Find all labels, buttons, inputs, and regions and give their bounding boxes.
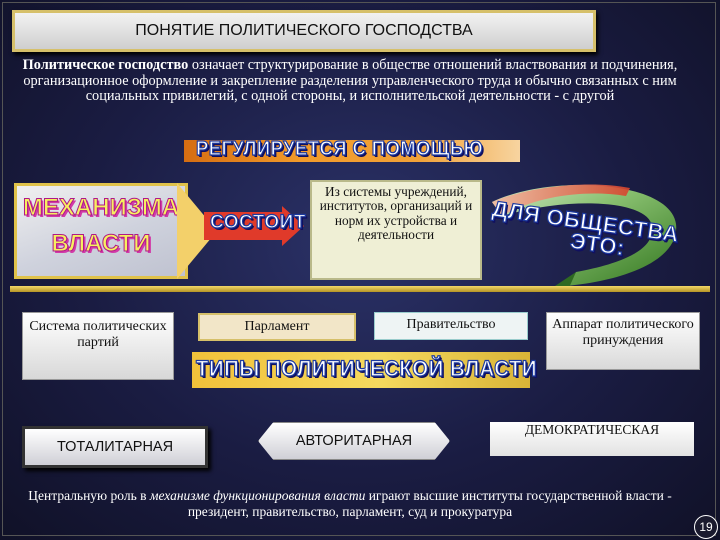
closing-text-2: играют высшие институты государственной …	[187, 488, 672, 519]
intro-paragraph: Политическое господство означает структу…	[10, 57, 690, 105]
curved-arrow-icon	[492, 184, 677, 290]
government-box: Правительство	[374, 312, 528, 340]
divider	[10, 286, 710, 292]
closing-emphasis: механизме функционирования власти	[149, 488, 366, 503]
title-bar: ПОНЯТИЕ ПОЛИТИЧЕСКОГО ГОСПОДСТВА	[12, 10, 596, 52]
intro-text: означает структурирование в обществе отн…	[23, 57, 678, 104]
types-label: ТИПЫ ПОЛИТИЧЕСКОЙ ВЛАСТИ	[195, 355, 538, 381]
consists-arrow-icon	[204, 206, 304, 246]
type-totalitarian: ТОТАЛИТАРНАЯ	[22, 426, 208, 468]
parliament-box: Парламент	[198, 313, 356, 341]
mechanism-line-1: МЕХАНИЗМА	[22, 194, 180, 222]
types-ribbon	[192, 352, 530, 388]
government-text: Правительство	[406, 317, 496, 332]
page-title: ПОНЯТИЕ ПОЛИТИЧЕСКОГО ГОСПОДСТВА	[135, 22, 473, 39]
mechanism-line-2: ВЛАСТИ	[51, 230, 151, 258]
type-authoritarian: АВТОРИТАРНАЯ	[258, 422, 450, 460]
closing-text-1: Центральную роль в	[28, 488, 150, 503]
parties-box: Система политических партий	[22, 312, 174, 380]
definition-text: Из системы учреждений, институтов, орган…	[319, 184, 473, 242]
definition-box: Из системы учреждений, институтов, орган…	[310, 180, 482, 280]
mechanism-box: МЕХАНИЗМА ВЛАСТИ	[14, 183, 217, 279]
parliament-text: Парламент	[244, 319, 310, 334]
closing-paragraph: Центральную роль в механизме функциониро…	[10, 488, 690, 520]
consists-label: СОСТОИТ	[209, 211, 306, 233]
parties-text: Система политических партий	[29, 319, 167, 350]
page-number: 19	[694, 515, 718, 539]
intro-term: Политическое господство	[22, 57, 189, 73]
regulated-ribbon	[184, 140, 520, 162]
coercion-box: Аппарат политического принуждения	[546, 312, 700, 370]
regulated-label: РЕГУЛИРУЕТСЯ С ПОМОЩЬЮ	[195, 137, 484, 160]
type-democratic: ДЕМОКРАТИЧЕСКАЯ	[490, 422, 694, 456]
coercion-text: Аппарат политического принуждения	[552, 317, 694, 348]
